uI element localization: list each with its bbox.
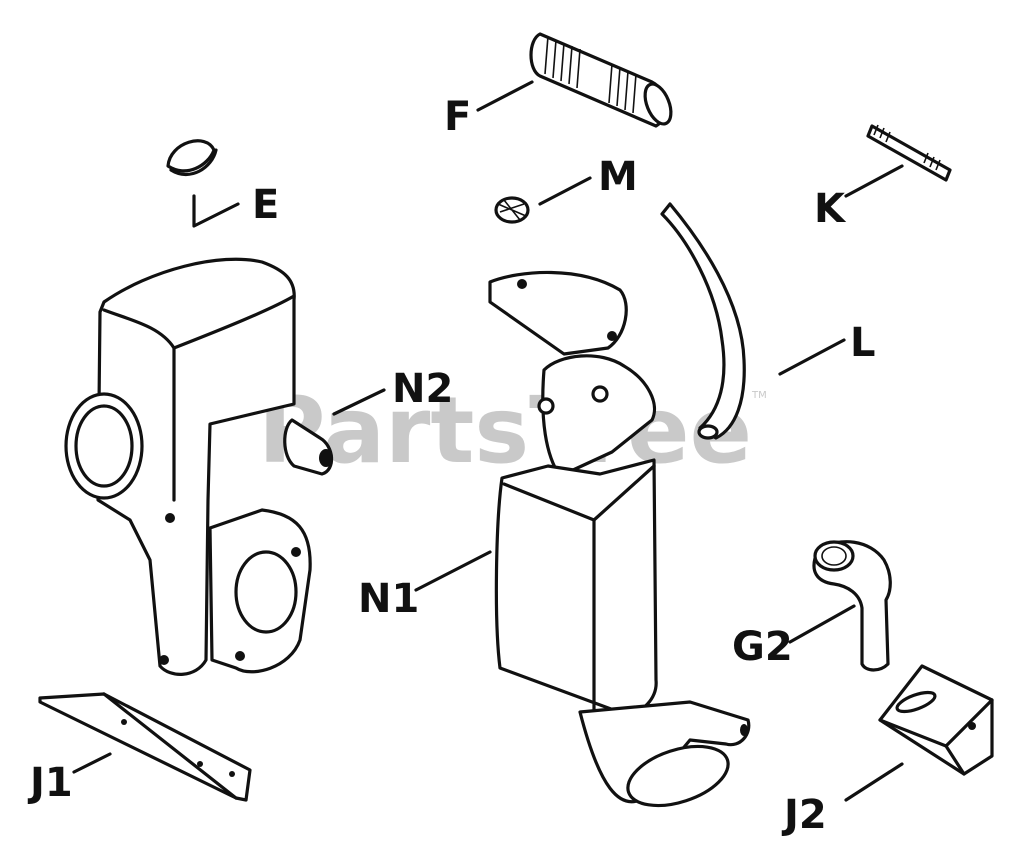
part-l-tube (660, 202, 846, 440)
part-j2-angle-bracket (844, 664, 994, 802)
part-m-clamp (494, 176, 592, 224)
label-n2: N2 (392, 366, 453, 412)
label-l: L (850, 320, 876, 366)
watermark-text: PartsTree (258, 377, 752, 484)
watermark-trademark: TM (751, 390, 767, 401)
watermark: PartsTree TM (258, 377, 767, 484)
part-n1-manifold (414, 270, 751, 808)
label-f: F (444, 94, 471, 140)
part-n2-manifold (64, 257, 386, 676)
part-g2-elbow (788, 540, 892, 672)
label-k: K (814, 186, 847, 232)
callout-labels: E F M K L N2 N1 G2 J1 J2 (27, 94, 876, 838)
label-j1: J1 (27, 760, 73, 806)
part-k-stud (844, 124, 952, 198)
part-j1-bracket (38, 692, 252, 802)
part-f-pipe-nipple (476, 32, 673, 128)
label-j2: J2 (781, 792, 827, 838)
label-e: E (252, 182, 279, 228)
label-n1: N1 (358, 576, 419, 622)
label-g2: G2 (732, 624, 793, 670)
part-e-plug (166, 139, 240, 228)
label-m: M (598, 154, 638, 200)
